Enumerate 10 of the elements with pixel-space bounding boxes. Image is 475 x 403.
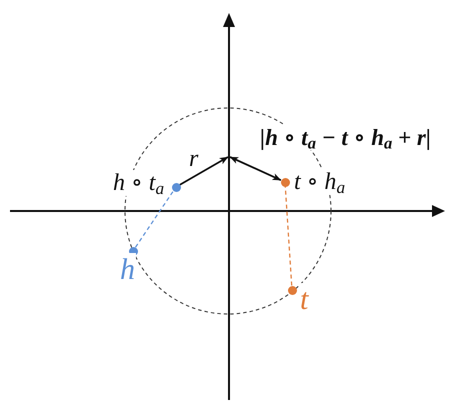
vector-arrow [230,156,282,181]
point-label: h ∘ t$_{a}$ [112,170,166,196]
dashed-projection-line [135,190,174,248]
point-marker [280,178,290,186]
dashed-projection-line [284,186,292,286]
edge-label: |h ∘ t$_{a}$ − t ∘ h$_{a}$ + r| [259,125,432,150]
point-label: t ∘ h$_{a}$ [293,169,346,196]
point-marker [172,182,180,192]
point-marker [288,286,296,294]
vector-arrow [179,156,228,186]
